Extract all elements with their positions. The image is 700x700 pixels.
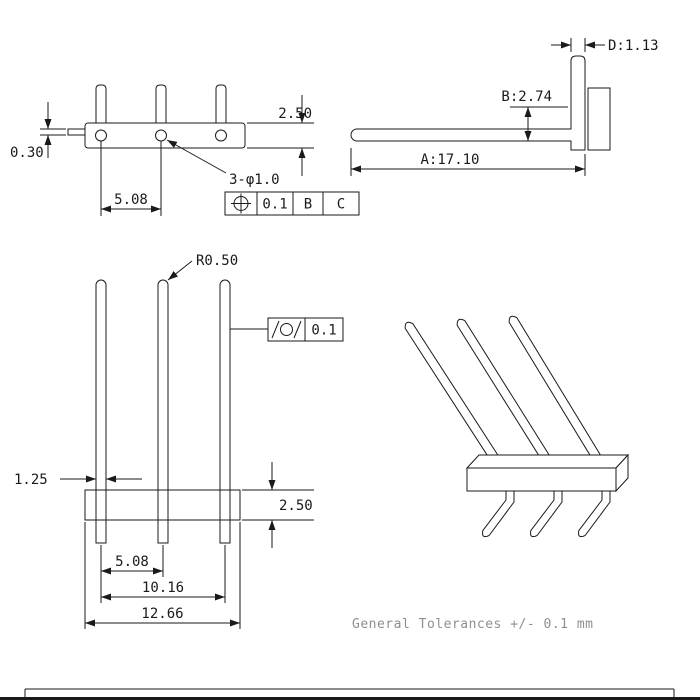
dim-label: 1.25: [14, 472, 48, 488]
hole-callout: 3-φ1.0: [166, 139, 280, 188]
bent-pin-profile: [350, 55, 586, 151]
iso-housing-front: [466, 467, 617, 492]
pin-top-1: [95, 84, 107, 123]
iso-housing-side: [615, 453, 629, 493]
hole-callout-label: 3-φ1.0: [229, 172, 280, 188]
tip-radius-callout: R0.50: [167, 253, 238, 281]
dim-label: 10.16: [142, 580, 184, 596]
housing-profile: [587, 87, 611, 151]
pin-front-3: [219, 279, 231, 544]
pin-hole-3: [215, 129, 227, 142]
dim-overall-width: 12.66: [84, 522, 241, 629]
dim-label: 5.08: [114, 192, 148, 208]
iso-foot-1: [482, 490, 515, 538]
fcf-datum-b: B: [304, 197, 312, 213]
pin-front-2: [157, 279, 169, 544]
dim-label: B:2.74: [501, 89, 552, 105]
dim-label: 12.66: [141, 606, 183, 622]
dim-pin-length: A:17.10: [350, 148, 586, 176]
pin-top-3: [215, 84, 227, 123]
dim-label: 0.30: [10, 145, 44, 161]
dim-label: 2.50: [279, 498, 313, 514]
dim-pin-width: 1.25: [14, 472, 142, 488]
fcf-tolerance: 0.1: [311, 323, 336, 339]
fcf-datum-c: C: [337, 197, 345, 213]
front-view: R0.50 0.1 1.25 2.50: [14, 253, 344, 629]
housing-front: [84, 489, 241, 521]
dim-body-height: B:2.74: [501, 89, 568, 142]
pin-side-tab: [67, 128, 86, 136]
dim-housing-height: 2.50: [242, 462, 314, 548]
pin-hole-1: [95, 129, 107, 142]
pin-front-1: [95, 279, 107, 544]
dim-label: 5.08: [115, 554, 149, 570]
iso-housing-top: [465, 454, 630, 469]
radius-label: R0.50: [196, 253, 238, 269]
position-tolerance-frame: 0.1 B C: [224, 191, 360, 216]
dim-label: D:1.13: [608, 38, 659, 54]
title-block-frame: [0, 688, 700, 700]
dim-housing-width: 2.50: [247, 95, 314, 176]
pin-top-2: [155, 84, 167, 123]
fcf-tolerance: 0.1: [262, 197, 287, 213]
dim-tail-width: D:1.13: [551, 38, 659, 54]
top-view: 0.30 2.50 5.08 3-φ1.0: [10, 84, 360, 216]
dim-pitch-front: 5.08: [100, 545, 164, 603]
dim-pin-thickness: 0.30: [10, 102, 66, 161]
iso-pin-2: [456, 318, 552, 464]
pin-hole-2: [155, 129, 167, 142]
general-tolerance-note: General Tolerances +/- 0.1 mm: [352, 617, 593, 632]
side-view: D:1.13 B:2.74 A:17.10: [350, 38, 659, 176]
cylindricity-symbol-icon: [271, 320, 302, 339]
dim-label: A:17.10: [420, 152, 479, 168]
iso-pin-3: [508, 315, 602, 462]
dim-pitch-top: 5.08: [100, 141, 162, 216]
position-symbol-icon: [231, 193, 251, 214]
isometric-view: [404, 315, 630, 538]
iso-pin-1: [404, 321, 502, 466]
cylindricity-tolerance-frame: 0.1: [230, 317, 344, 342]
iso-foot-3: [578, 490, 611, 538]
dim-span: 10.16: [101, 545, 226, 603]
dim-label: 2.50: [278, 106, 312, 122]
iso-foot-2: [530, 490, 563, 538]
